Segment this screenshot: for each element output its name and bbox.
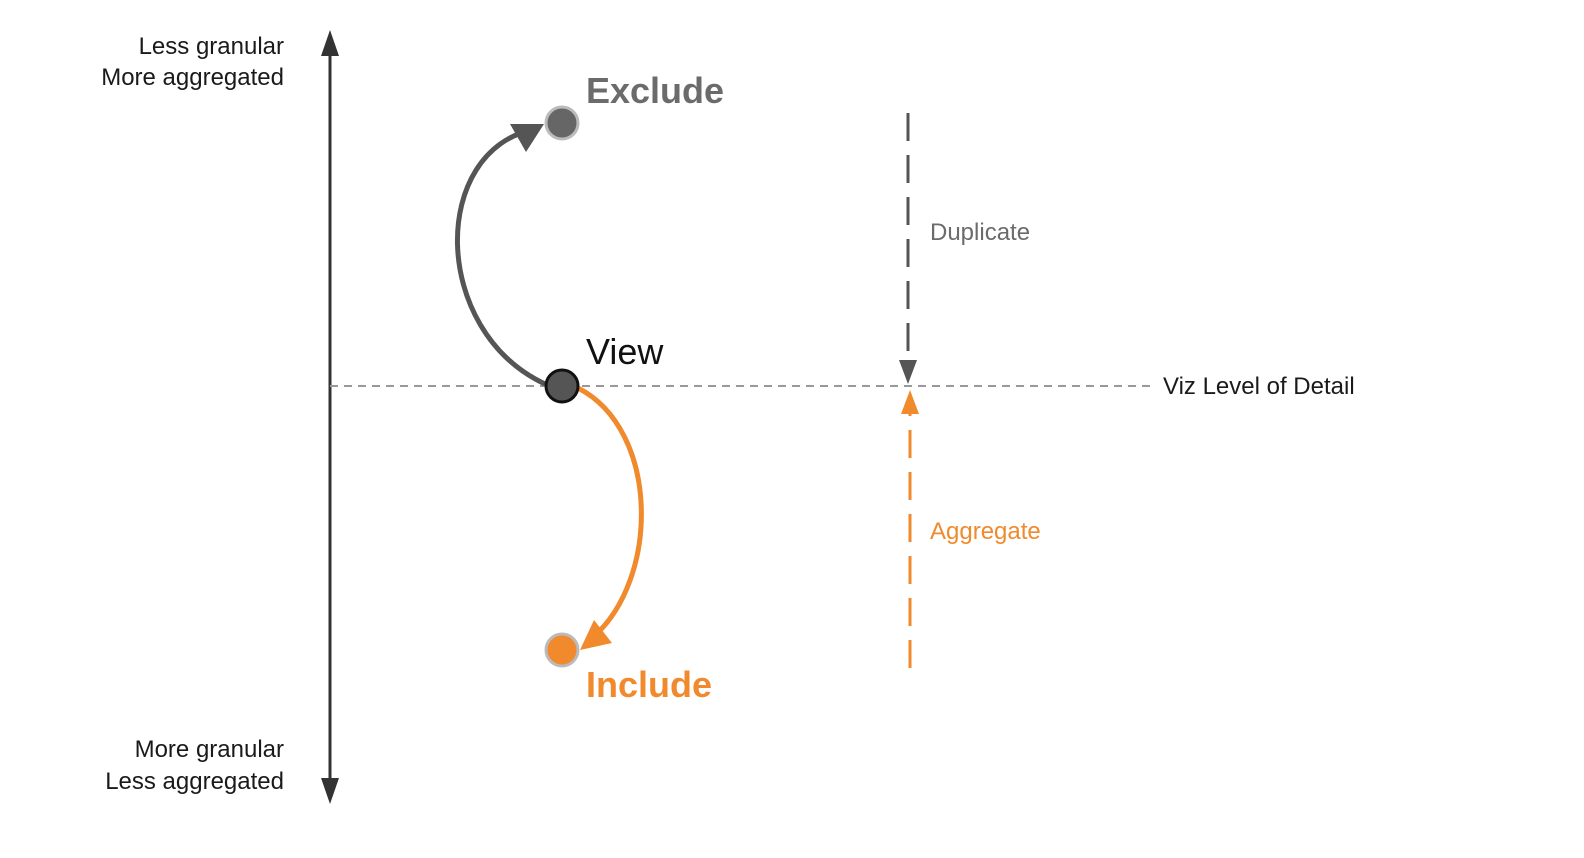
- viz-lod-label: Viz Level of Detail: [1163, 373, 1355, 400]
- exclude-arrowhead-icon: [510, 124, 544, 152]
- duplicate-arrowhead-icon: [899, 360, 917, 384]
- include-label: Include: [586, 664, 712, 705]
- aggregate-label: Aggregate: [930, 518, 1041, 545]
- include-node: [544, 632, 580, 668]
- aggregate-arrowhead-icon: [901, 390, 919, 414]
- exclude-label: Exclude: [586, 70, 724, 111]
- axis-top-label-line2: More aggregated: [101, 64, 284, 91]
- include-arrowhead-icon: [580, 620, 612, 650]
- view-label: View: [586, 331, 664, 372]
- duplicate-label: Duplicate: [930, 219, 1030, 246]
- view-node: [544, 368, 580, 404]
- axis-up-arrow-icon: [321, 30, 339, 56]
- axis-bottom-label-line2: Less aggregated: [105, 768, 284, 795]
- exclude-node: [544, 105, 580, 141]
- axis-down-arrow-icon: [321, 778, 339, 804]
- axis-bottom-label-line1: More granular: [135, 736, 284, 763]
- axis-top-label-line1: Less granular: [139, 33, 284, 60]
- include-arrow: [576, 385, 644, 640]
- exclude-arrow: [455, 126, 547, 387]
